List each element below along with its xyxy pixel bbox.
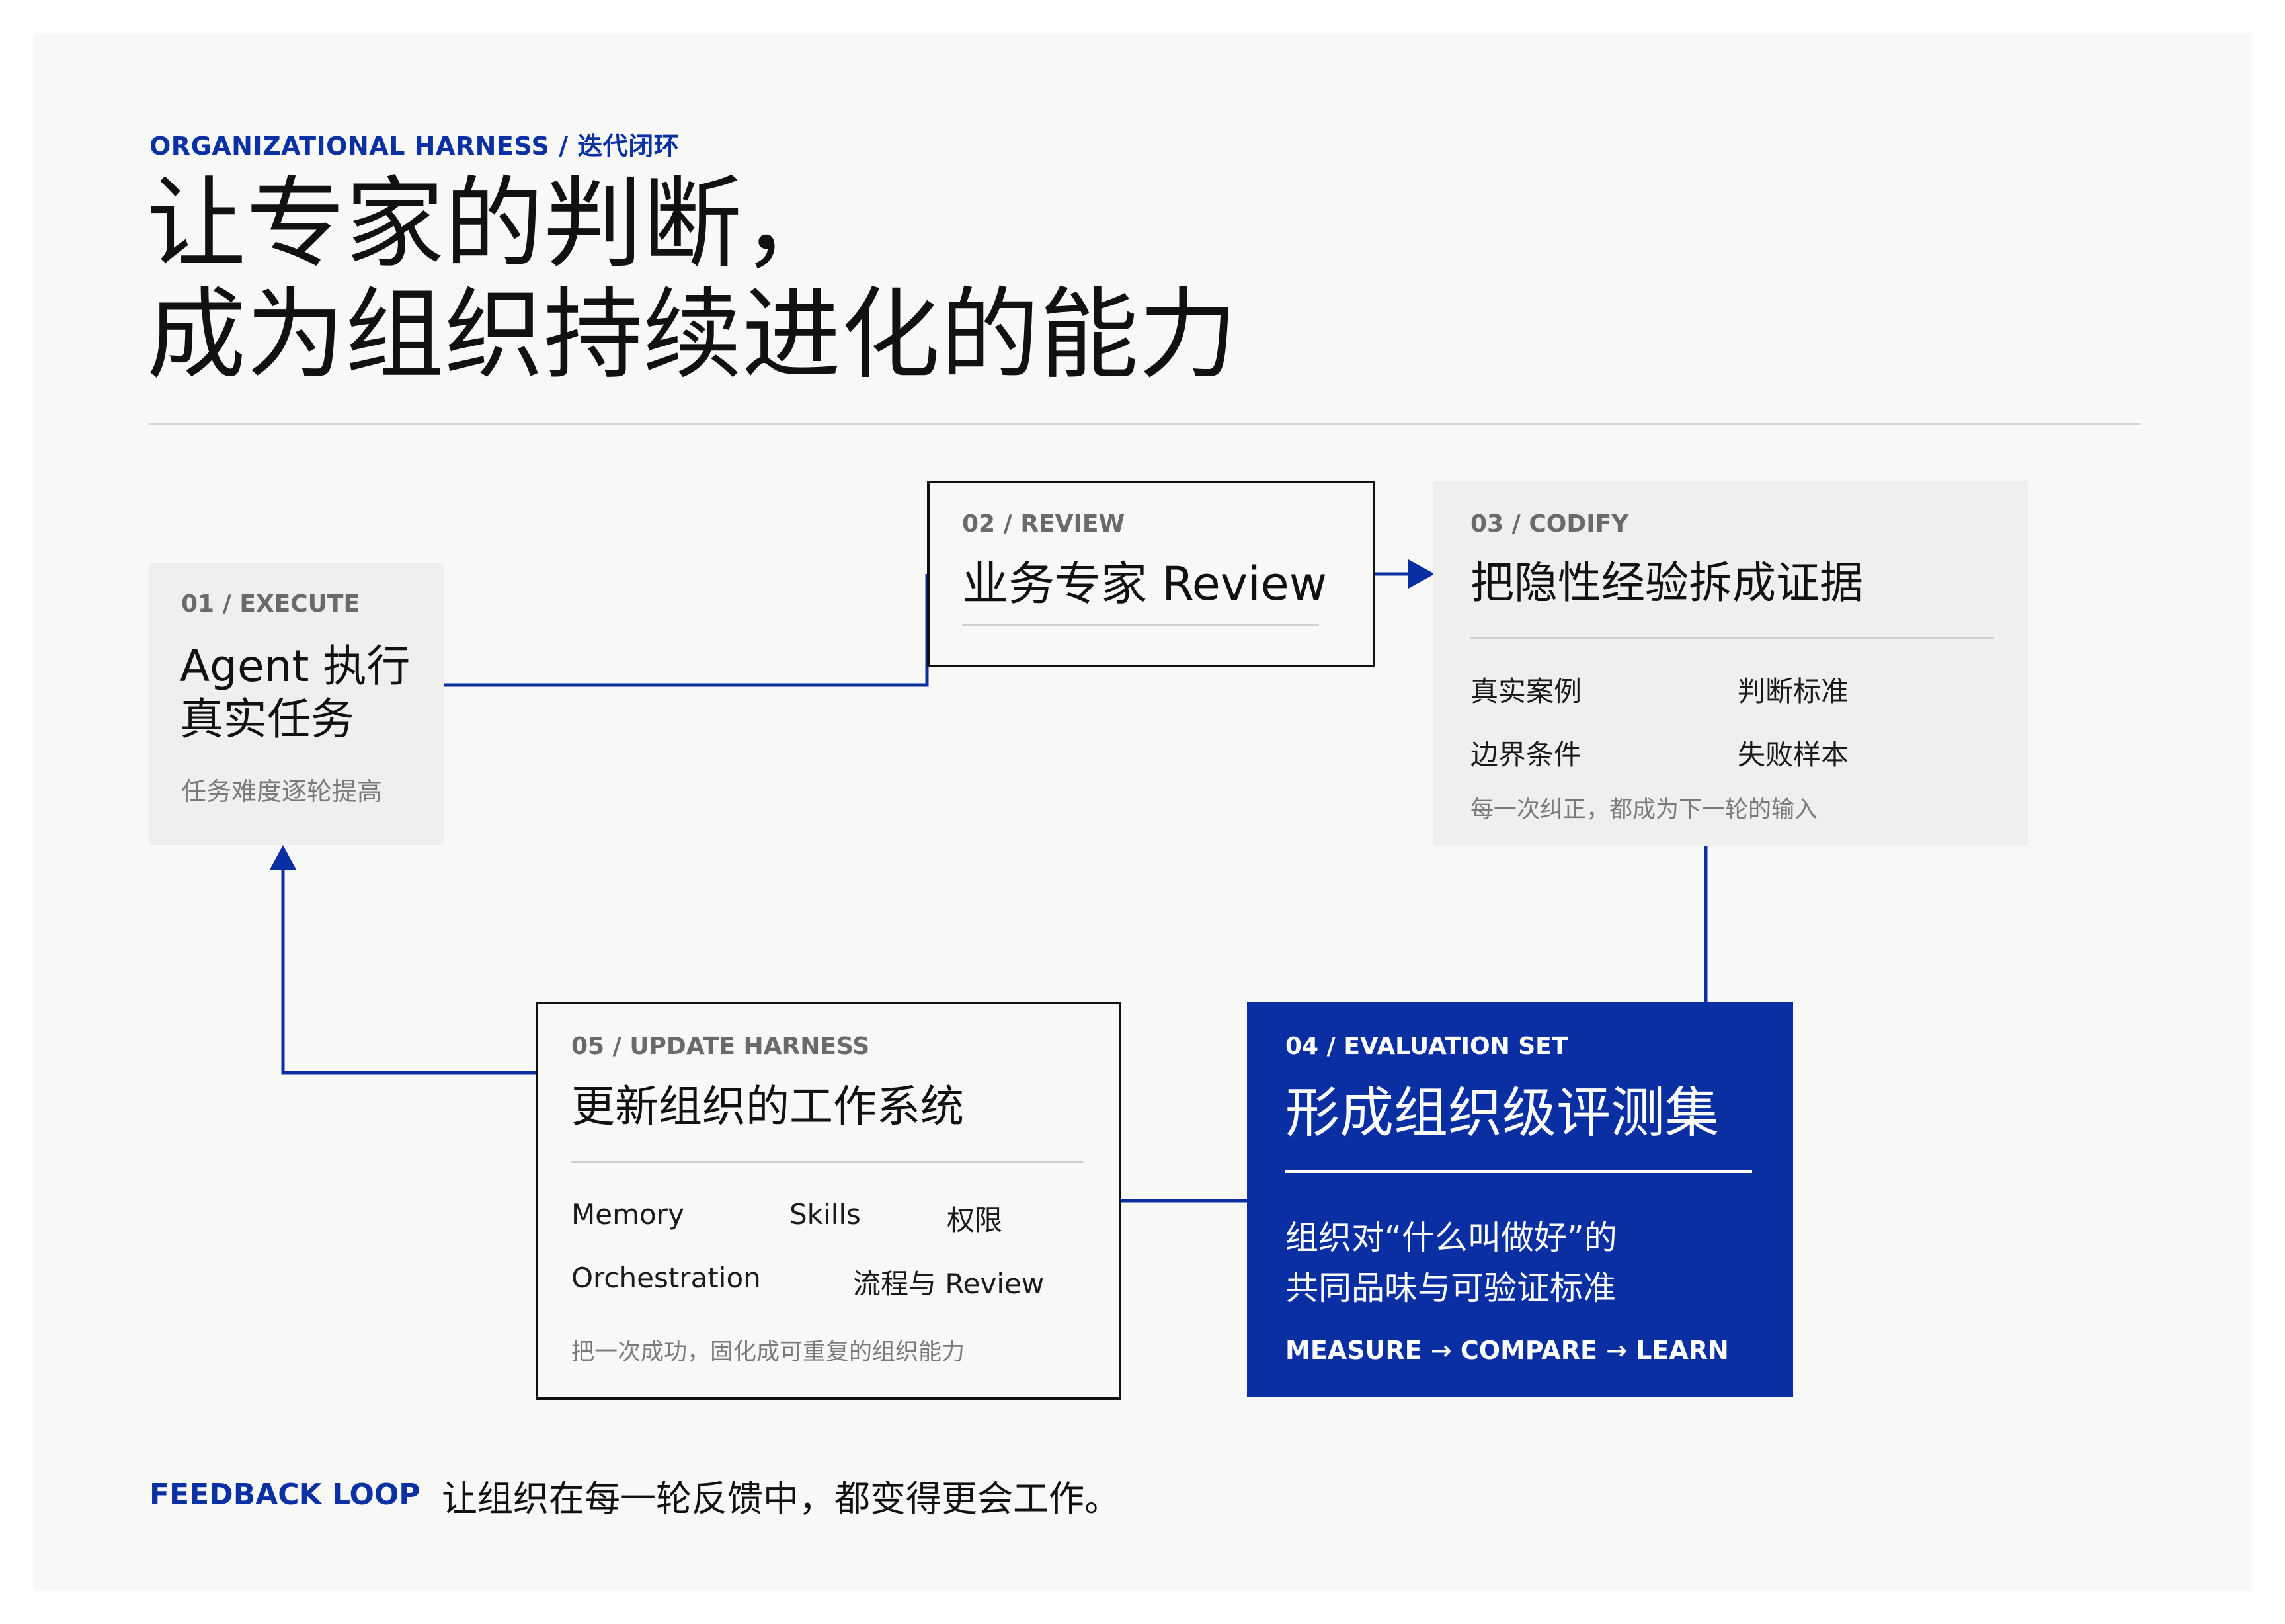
- step-evaluation-card: [1247, 1002, 1793, 1397]
- step-execute-heading-line-2: 真实任务: [180, 694, 354, 745]
- step-update-heading: 更新组织的工作系统: [571, 1081, 964, 1132]
- step-update-label: 05 / UPDATE HARNESS: [571, 1033, 870, 1060]
- step-review-card: [927, 481, 1375, 667]
- page-title-line-2: 成为组织持续进化的能力: [147, 278, 1238, 393]
- update-item-process-review: 流程与 Review: [853, 1268, 1045, 1300]
- step-codify-card: [1433, 481, 2028, 846]
- connector-update-to-execute: [281, 870, 536, 1075]
- step-evaluation-caption: MEASURE → COMPARE → LEARN: [1285, 1336, 1729, 1365]
- step-evaluation-heading: 形成组织级评测集: [1285, 1082, 1720, 1145]
- update-item-memory: Memory: [571, 1198, 684, 1231]
- step-update-card: [536, 1002, 1121, 1400]
- step-update-divider: [571, 1161, 1083, 1163]
- step-execute-card: [149, 563, 444, 845]
- step-review-heading: 业务专家 Review: [962, 557, 1328, 611]
- header-divider: [149, 423, 2141, 425]
- step-codify-note: 每一次纠正，都成为下一轮的输入: [1470, 797, 1818, 823]
- update-item-skills: Skills: [789, 1198, 861, 1231]
- footer-text: 让组织在每一轮反馈中，都变得更会工作。: [442, 1478, 1120, 1520]
- connector-execute-to-review: [444, 574, 929, 687]
- step-execute-heading-line-1: Agent 执行: [180, 641, 411, 692]
- step-review-underline: [962, 624, 1319, 626]
- step-codify-heading: 把隐性经验拆成证据: [1470, 557, 1863, 608]
- update-item-permissions: 权限: [947, 1204, 1003, 1237]
- step-execute-label: 01 / EXECUTE: [181, 590, 360, 618]
- step-execute-note: 任务难度逐轮提高: [181, 777, 383, 806]
- footer-tag: FEEDBACK LOOP: [149, 1478, 421, 1512]
- step-evaluation-desc-line-2: 共同品味与可验证标准: [1285, 1269, 1616, 1307]
- eyebrow-label: ORGANIZATIONAL HARNESS / 迭代闭环: [149, 132, 680, 161]
- step-evaluation-desc-line-1: 组织对“什么叫做好”的: [1285, 1219, 1617, 1257]
- codify-item-criteria: 判断标准: [1738, 675, 1849, 708]
- step-update-note: 把一次成功，固化成可重复的组织能力: [571, 1339, 965, 1365]
- arrowhead-codify: [1408, 559, 1435, 589]
- codify-item-failures: 失败样本: [1738, 739, 1849, 771]
- update-item-orchestration: Orchestration: [571, 1262, 761, 1294]
- step-codify-divider: [1470, 637, 1994, 639]
- codify-item-boundaries: 边界条件: [1470, 739, 1582, 771]
- arrowhead-execute: [270, 845, 296, 870]
- step-evaluation-label: 04 / EVALUATION SET: [1285, 1033, 1568, 1060]
- codify-item-cases: 真实案例: [1470, 675, 1582, 708]
- page-title: 让专家的判断， 成为组织持续进化的能力: [147, 169, 1238, 391]
- step-review-label: 02 / REVIEW: [962, 510, 1125, 538]
- page-title-line-1: 让专家的判断，: [147, 167, 842, 282]
- step-codify-label: 03 / CODIFY: [1470, 510, 1629, 538]
- step-evaluation-divider: [1285, 1170, 1752, 1173]
